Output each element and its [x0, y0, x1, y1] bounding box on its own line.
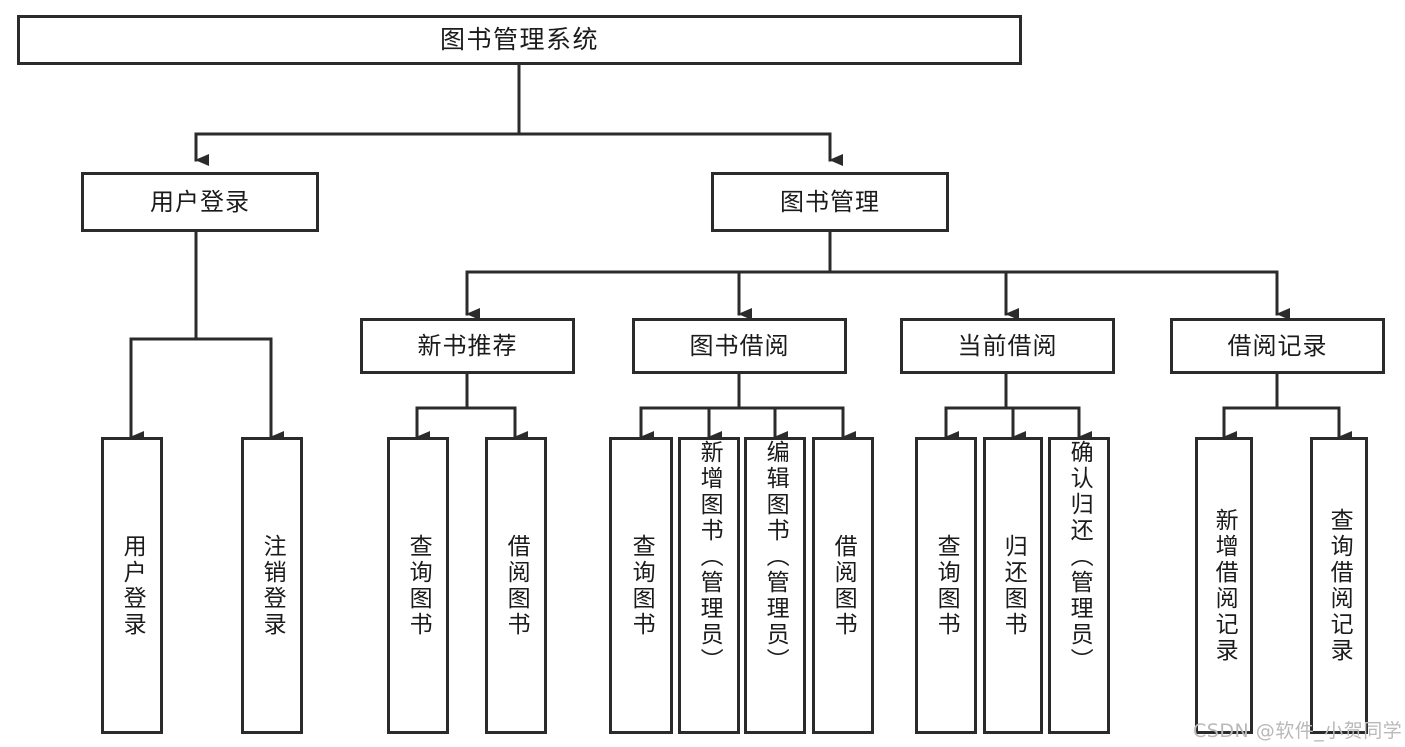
node-leaf-borrow-book-2[interactable]: 借阅图书: [812, 437, 874, 734]
node-leaf-return-book-label: 归还图书: [1000, 533, 1027, 638]
node-user-login[interactable]: 用户登录: [81, 172, 319, 232]
node-leaf-query-book-1-label: 查询图书: [405, 533, 432, 638]
node-borrow-record[interactable]: 借阅记录: [1170, 318, 1385, 374]
node-leaf-query-record[interactable]: 查询借阅记录: [1310, 437, 1368, 734]
node-book-manage-label: 图书管理: [780, 187, 880, 216]
node-leaf-query-book-2-label: 查询图书: [628, 533, 655, 638]
node-user-login-label: 用户登录: [150, 187, 250, 216]
node-leaf-confirm-return-label: 确认归还（管理员）: [1066, 440, 1093, 674]
node-leaf-edit-book-label: 编辑图书（管理员）: [762, 440, 789, 674]
node-new-book-rec[interactable]: 新书推荐: [360, 318, 575, 374]
node-book-borrow[interactable]: 图书借阅: [632, 318, 847, 374]
node-current-borrow-label: 当前借阅: [957, 331, 1058, 360]
node-leaf-borrow-book-2-label: 借阅图书: [830, 533, 857, 638]
node-leaf-edit-book[interactable]: 编辑图书（管理员）: [744, 437, 806, 734]
node-leaf-add-record-label: 新增借阅记录: [1211, 507, 1238, 664]
node-leaf-logout-login[interactable]: 注销登录: [241, 437, 303, 734]
node-leaf-logout-login-label: 注销登录: [259, 533, 286, 638]
node-leaf-query-record-label: 查询借阅记录: [1326, 507, 1353, 664]
node-leaf-return-book[interactable]: 归还图书: [983, 437, 1043, 734]
node-current-borrow[interactable]: 当前借阅: [900, 318, 1115, 374]
node-leaf-confirm-return[interactable]: 确认归还（管理员）: [1048, 437, 1110, 734]
node-new-book-rec-label: 新书推荐: [417, 331, 518, 360]
node-leaf-borrow-book-1[interactable]: 借阅图书: [485, 437, 547, 734]
node-leaf-add-book[interactable]: 新增图书（管理员）: [678, 437, 740, 734]
node-leaf-borrow-book-1-label: 借阅图书: [503, 533, 530, 638]
node-root[interactable]: 图书管理系统: [17, 15, 1022, 65]
node-borrow-record-label: 借阅记录: [1227, 331, 1328, 360]
node-leaf-query-book-1[interactable]: 查询图书: [387, 437, 449, 734]
watermark: CSDN @软件_小贺同学: [1193, 720, 1403, 742]
node-leaf-query-book-3[interactable]: 查询图书: [915, 437, 977, 734]
node-leaf-query-book-3-label: 查询图书: [933, 533, 960, 638]
node-leaf-user-login-label: 用户登录: [119, 533, 146, 638]
node-leaf-add-record[interactable]: 新增借阅记录: [1195, 437, 1253, 734]
node-book-manage[interactable]: 图书管理: [711, 172, 949, 232]
node-leaf-query-book-2[interactable]: 查询图书: [609, 437, 673, 734]
node-book-borrow-label: 图书借阅: [689, 331, 790, 360]
node-leaf-add-book-label: 新增图书（管理员）: [696, 440, 723, 674]
node-leaf-user-login[interactable]: 用户登录: [101, 437, 163, 734]
node-root-label: 图书管理系统: [439, 25, 599, 54]
